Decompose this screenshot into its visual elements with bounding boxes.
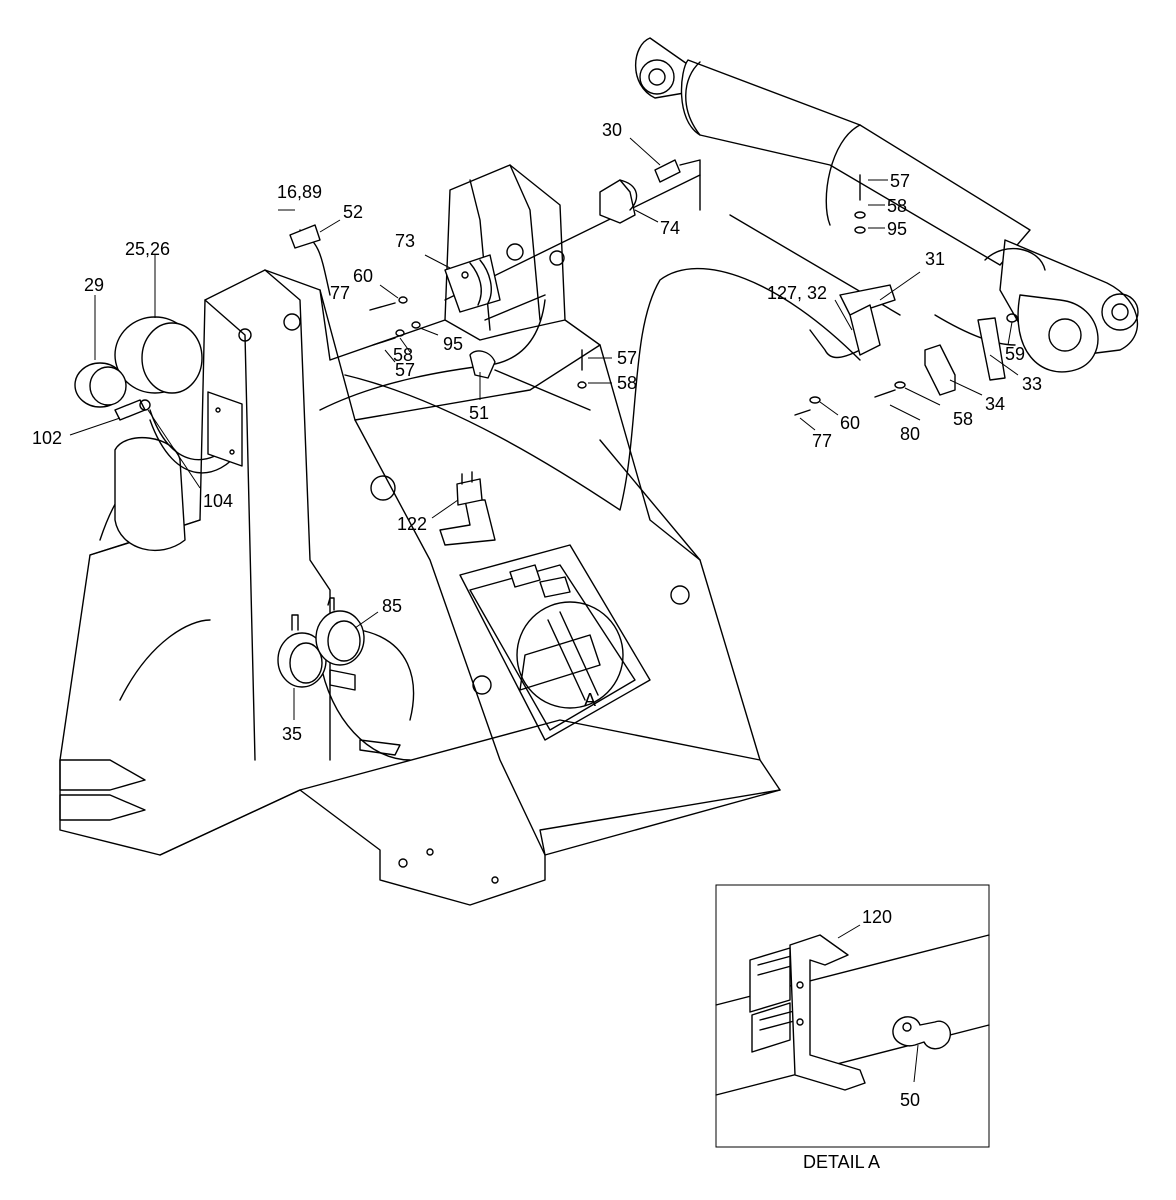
label-77: 77: [330, 283, 350, 303]
detail-a-panel: 120 50: [715, 884, 990, 1148]
label-50: 50: [900, 1090, 920, 1110]
horn-pair: [277, 597, 365, 688]
label-57: 57: [395, 360, 415, 380]
label-51: 51: [469, 403, 489, 423]
label-34: 34: [985, 394, 1005, 414]
label-122: 122: [397, 514, 427, 534]
hardware: [289, 159, 1018, 416]
label-33: 33: [1022, 374, 1042, 394]
label-85: 85: [382, 596, 402, 616]
label-60: 60: [353, 266, 373, 286]
label-77: 77: [812, 431, 832, 451]
label-58: 58: [953, 409, 973, 429]
leader-lines: [69, 137, 1019, 720]
label-57: 57: [890, 171, 910, 191]
label-59: 59: [1005, 344, 1025, 364]
label-104: 104: [203, 491, 233, 511]
label-80: 80: [900, 424, 920, 444]
label-58: 58: [887, 196, 907, 216]
label-a: A: [584, 690, 596, 710]
label-58: 58: [393, 345, 413, 365]
part-labels: 30 57 58 95 16,89 52 74 31 25,26 73 60 7…: [32, 120, 1042, 744]
label-57: 57: [617, 348, 637, 368]
label-95: 95: [887, 219, 907, 239]
hydraulic-cylinder: [634, 37, 1139, 373]
label-127-32: 127, 32: [767, 283, 827, 303]
label-35: 35: [282, 724, 302, 744]
detail-a-caption: DETAIL A: [803, 1152, 880, 1172]
label-120: 120: [862, 907, 892, 927]
label-16-89: 16,89: [277, 182, 322, 202]
side-lamp: [74, 316, 203, 421]
label-73: 73: [395, 231, 415, 251]
label-30: 30: [602, 120, 622, 140]
label-52: 52: [343, 202, 363, 222]
label-25-26: 25,26: [125, 239, 170, 259]
label-58: 58: [617, 373, 637, 393]
label-60: 60: [840, 413, 860, 433]
label-31: 31: [925, 249, 945, 269]
detail-a-marker: [516, 601, 624, 709]
label-102: 102: [32, 428, 62, 448]
detail-a-frame: [715, 884, 990, 1148]
label-29: 29: [84, 275, 104, 295]
main-frame: [59, 164, 781, 906]
label-95: 95: [443, 334, 463, 354]
label-74: 74: [660, 218, 680, 238]
